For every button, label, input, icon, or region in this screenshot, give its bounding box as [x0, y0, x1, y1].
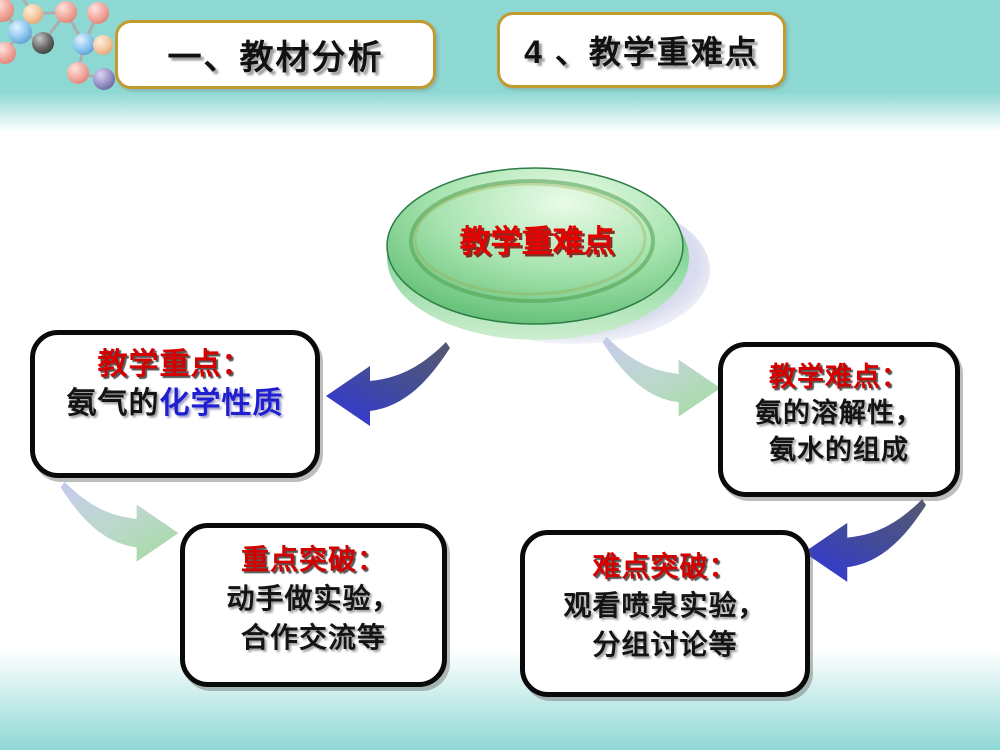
section-title-box: 一、教材分析	[115, 20, 436, 89]
page-title-box: 4 、教学重难点	[497, 12, 786, 88]
arrow-disk-to-right-box	[602, 336, 721, 417]
page-title: 4 、教学重难点	[524, 34, 759, 70]
difficulty-breakthrough-line2: 分组讨论等	[592, 629, 738, 661]
key-point-box: 教学重点： 氨气的化学性质	[30, 330, 320, 478]
arrow-left-box-to-breakthrough	[60, 481, 179, 562]
center-disk: 教学重难点 教学重难点	[386, 167, 710, 344]
key-breakthrough-box: 重点突破： 动手做实验， 合作交流等	[180, 523, 447, 687]
arrow-disk-to-left-box	[326, 342, 450, 426]
difficulty-breakthrough-line1: 观看喷泉实验，	[563, 590, 767, 622]
difficulty-title: 教学难点：	[769, 362, 909, 392]
molecule-icon	[0, 0, 115, 90]
difficulty-breakthrough-box: 难点突破： 观看喷泉实验， 分组讨论等	[520, 530, 810, 697]
bottom-teal-band	[0, 650, 1000, 750]
key-point-text: 氨气的	[66, 387, 160, 420]
difficulty-box: 教学难点： 氨的溶解性， 氨水的组成	[718, 342, 960, 497]
key-breakthrough-line2: 合作交流等	[240, 622, 386, 654]
disk-label: 教学重难点	[460, 224, 615, 259]
key-point-title: 教学重点：	[97, 348, 253, 381]
difficulty-line2: 氨水的组成	[769, 434, 909, 465]
difficulty-breakthrough-title: 难点突破：	[592, 551, 738, 582]
section-title: 一、教材分析	[167, 39, 384, 77]
difficulty-line1: 氨的溶解性，	[755, 398, 923, 429]
disk-label-shadow: 教学重难点	[462, 227, 617, 262]
key-breakthrough-line1: 动手做实验，	[226, 583, 401, 615]
key-breakthrough-title: 重点突破：	[240, 544, 386, 575]
key-point-text-blue: 化学性质	[159, 387, 284, 420]
arrow-right-box-to-breakthrough	[803, 499, 927, 582]
